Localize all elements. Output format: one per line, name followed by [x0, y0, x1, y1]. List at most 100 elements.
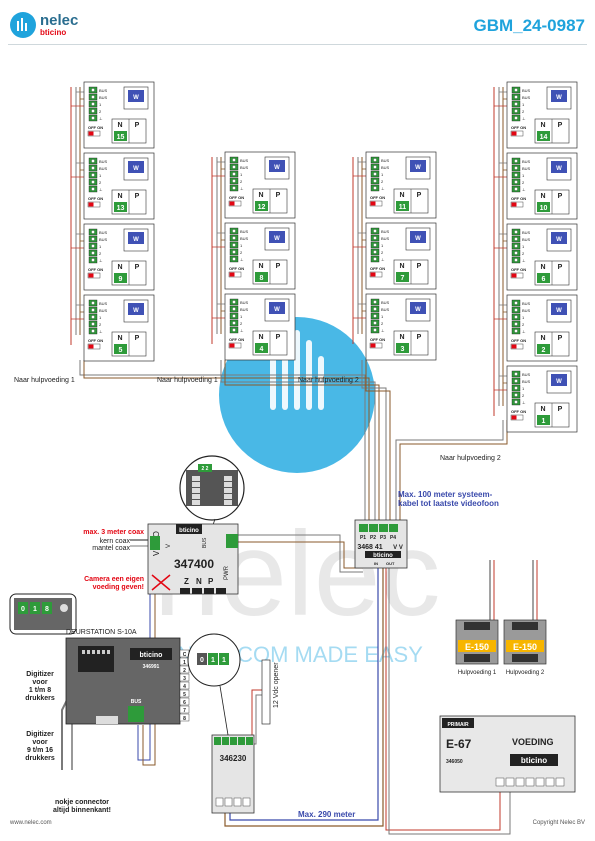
dial-digit: 0 — [21, 606, 25, 613]
terminal-screw — [514, 322, 518, 326]
psu-2: E-150 — [503, 619, 547, 665]
label-p: P — [558, 264, 563, 271]
dip-block — [216, 588, 226, 594]
unit-number: 4 — [260, 346, 264, 353]
bus-347400 — [238, 534, 363, 573]
terminal-label: ⊥ — [522, 116, 526, 121]
screen-letter: W — [415, 307, 421, 313]
terminal-screw — [91, 159, 95, 163]
label-p: P — [135, 264, 140, 271]
p-label: P — [208, 577, 214, 586]
label-p: P — [417, 334, 422, 341]
terminal-screw — [232, 236, 236, 240]
terminal-screw — [232, 300, 236, 304]
terminal-label: BUS — [381, 300, 390, 305]
terminal-label: 5 — [183, 692, 186, 698]
output-terminal — [242, 797, 251, 807]
terminal-screw — [373, 243, 377, 247]
terminal-label: ⊥ — [240, 186, 244, 191]
terminal-label: BUS — [522, 301, 531, 306]
screen-display — [269, 160, 285, 172]
terminal-label: ⊥ — [240, 257, 244, 262]
zoom-pin — [224, 494, 232, 499]
label-p: P — [135, 122, 140, 129]
terminal-screw — [373, 250, 377, 254]
connector-block — [78, 646, 114, 672]
psu-label: E-150 — [513, 642, 537, 652]
connector-pin — [87, 650, 90, 654]
dip-switch — [87, 343, 101, 350]
screen-letter: W — [133, 237, 139, 243]
screen-display — [269, 302, 285, 314]
unit-number: 6 — [542, 276, 546, 283]
unit-number: 3 — [401, 346, 405, 353]
terminal-label: BUS — [240, 307, 249, 312]
label-aux2a: Naar hulpvoeding 2 — [298, 377, 359, 384]
terminal-label: BUS — [522, 159, 531, 164]
switch-label: OFF ON — [229, 337, 244, 342]
zoom-pin — [192, 500, 200, 505]
terminal-label: 1 — [240, 243, 243, 248]
terminal-screw — [373, 179, 377, 183]
label-max290: Max. 290 meter — [298, 810, 355, 819]
nelec-logo-icon — [10, 12, 36, 38]
terminal-label: 8 — [183, 716, 186, 722]
module-346230: 346230 — [211, 734, 255, 814]
terminal-label: 1 — [381, 243, 384, 248]
dip-switch — [510, 130, 524, 137]
terminal-screw — [514, 400, 518, 404]
terminal-label: 2 — [522, 109, 525, 114]
terminal-label: ⊥ — [381, 257, 385, 262]
dip-switch — [510, 272, 524, 279]
dip-switch-knob — [511, 202, 517, 207]
primair-label: PRIMAIR — [447, 722, 469, 728]
port-label: P2 — [370, 535, 376, 541]
zoom-digits: 2 2 — [202, 466, 209, 472]
switch-label: OFF ON — [88, 196, 103, 201]
terminal-screw — [514, 237, 518, 241]
dip-switch-knob — [229, 272, 235, 277]
riser-col1 — [83, 360, 370, 520]
zoom-pin — [192, 494, 200, 499]
terminal-label: BUS — [522, 95, 531, 100]
zoom-pin — [224, 488, 232, 493]
terminal-label: BUS — [381, 165, 390, 170]
screen-display — [551, 90, 567, 102]
terminal-screw — [514, 329, 518, 333]
port-terminal — [369, 524, 378, 532]
dip-switch — [87, 272, 101, 279]
terminal-label: 1 — [99, 244, 102, 249]
terminal-label: 1 — [381, 314, 384, 319]
footer-copyright: Copyright Nelec BV — [532, 820, 585, 826]
psu-1: E-150 — [455, 619, 499, 665]
terminal-screw — [91, 166, 95, 170]
terminal-label: BUS — [99, 237, 108, 242]
label-hv2: Hulpvoeding 2 — [506, 670, 545, 676]
screen-letter: W — [556, 237, 562, 243]
dip-switch-knob — [511, 415, 517, 420]
terminal-label: 2 — [99, 180, 102, 185]
dip-block — [204, 588, 214, 594]
n-label: N — [196, 577, 202, 586]
terminal-screw — [514, 230, 518, 234]
address-dial — [197, 653, 207, 665]
terminal-screw — [514, 173, 518, 177]
label-aux1a: Naar hulpvoeding 1 — [14, 377, 75, 384]
terminal-screw — [514, 258, 518, 262]
dip-switch — [228, 342, 242, 349]
label-n: N — [540, 406, 545, 413]
bus-label: BUS — [202, 537, 208, 548]
header-divider — [8, 44, 587, 45]
label-hv1: Hulpvoeding 1 — [458, 670, 497, 676]
switch-label: OFF ON — [229, 195, 244, 200]
terminal-label: 1 — [240, 172, 243, 177]
brand-plate — [130, 648, 172, 660]
bus-347400 — [238, 541, 363, 569]
